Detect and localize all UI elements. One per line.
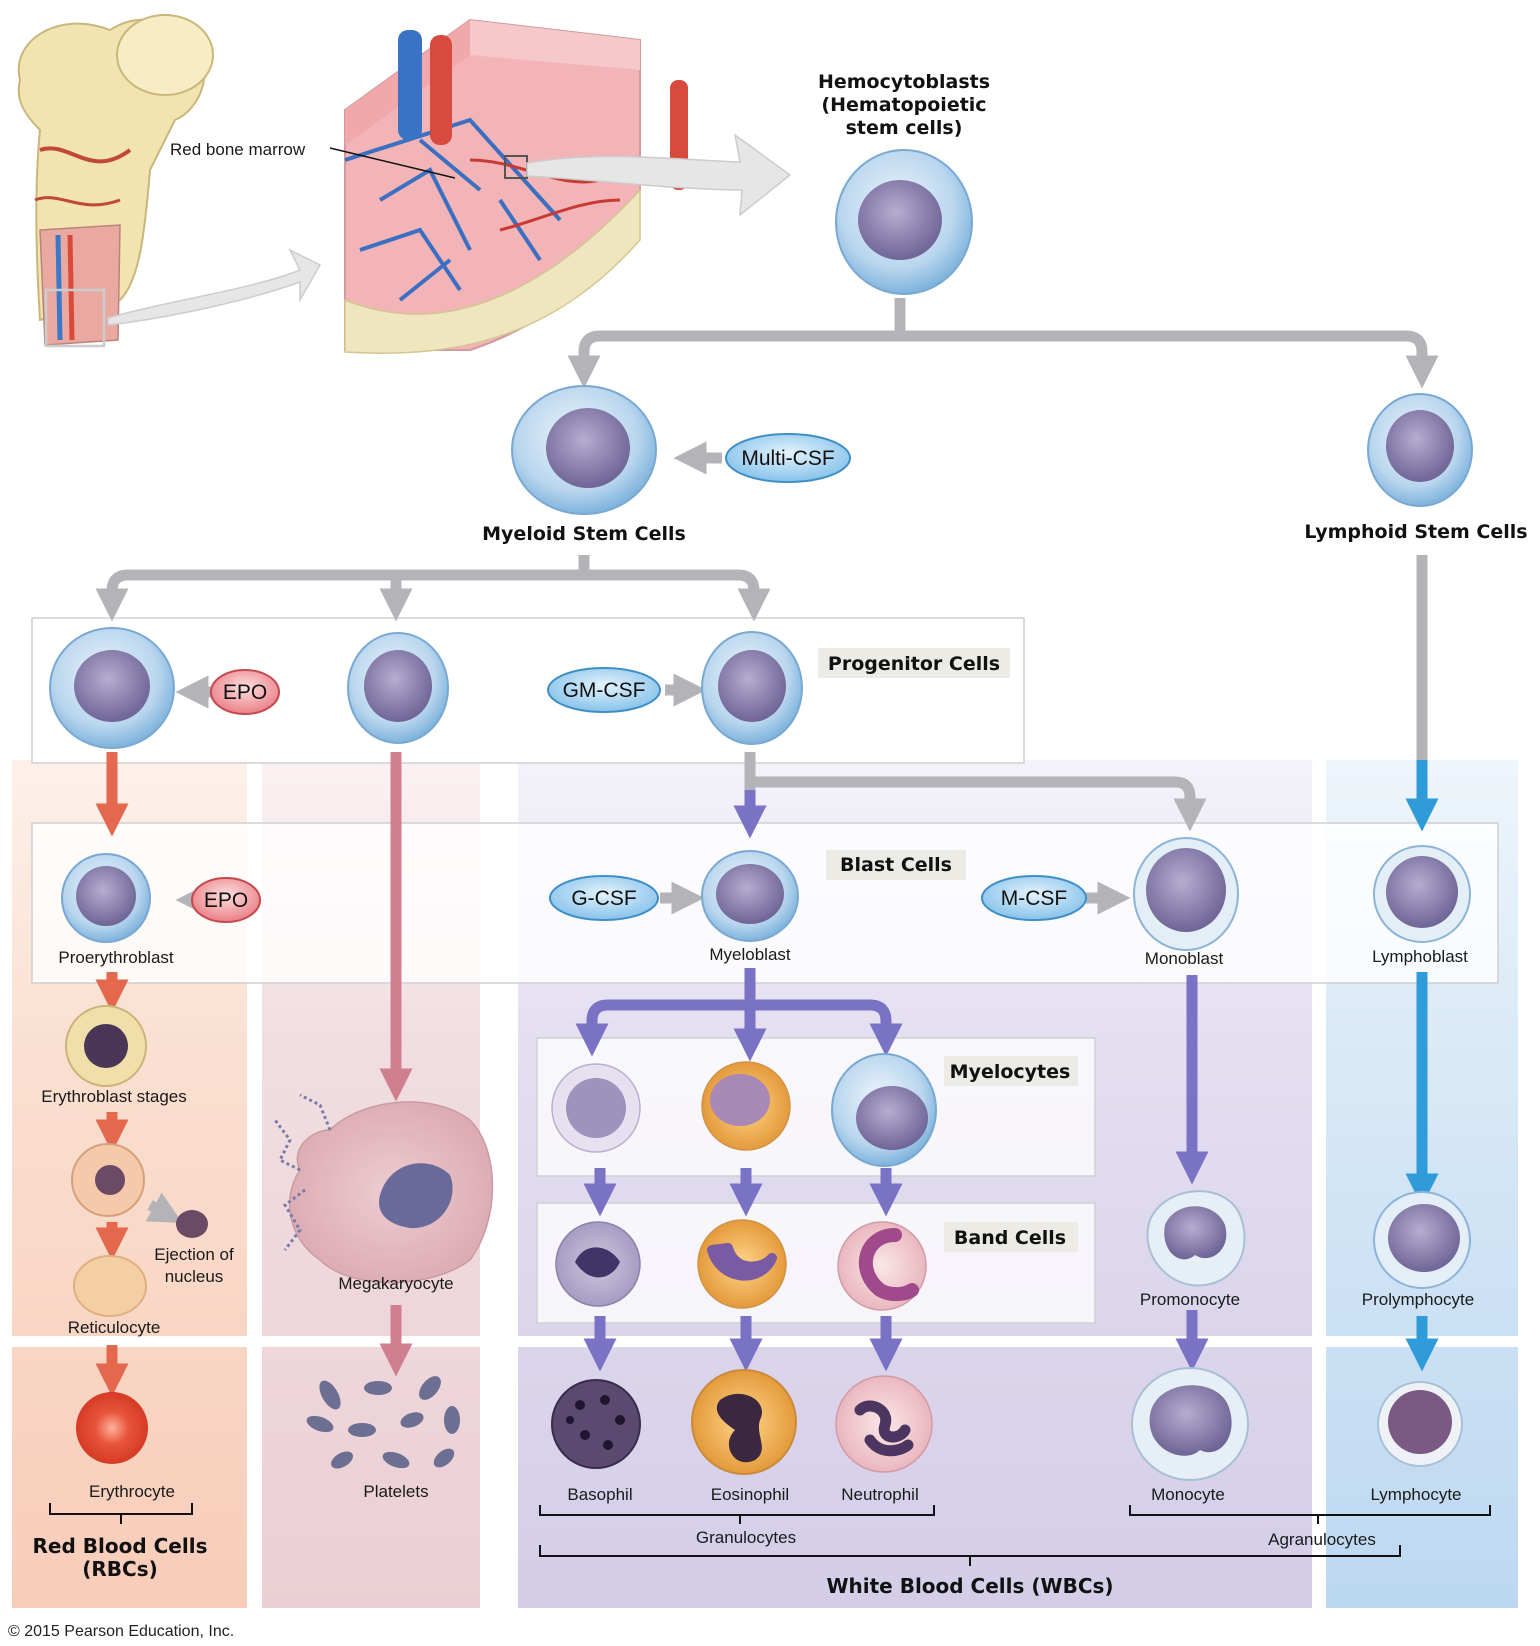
monoblast-cell [1133, 837, 1239, 951]
svg-text:EPO: EPO [223, 681, 267, 704]
myelocytes-label: Myelocytes [950, 1061, 1071, 1083]
agranulocytes-bracket [1129, 1505, 1491, 1524]
basophil-label: Basophil [567, 1485, 632, 1504]
myeloblast-cell [701, 850, 799, 942]
megakaryocyte-cell [273, 1093, 494, 1284]
red-bone-marrow-block [329, 18, 792, 354]
progenitor-box [31, 617, 1025, 764]
normoblast-cell [71, 1143, 145, 1217]
hemocytoblasts-label-2: (Hematopoietic [821, 94, 986, 116]
erythroblast-cell [65, 1005, 147, 1087]
arrow-gm-to-monoblast [750, 776, 1207, 832]
eosinophil-cell [691, 1369, 797, 1475]
basophil-cell [551, 1379, 641, 1469]
monoblast-label: Monoblast [1145, 949, 1224, 968]
neutrophil-label: Neutrophil [841, 1485, 919, 1504]
femur-illustration [17, 14, 322, 348]
proerythroblast-cell [61, 853, 151, 943]
rbc-bracket [49, 1503, 193, 1524]
epo-pill-2: EPO [191, 877, 261, 923]
neutrophilic-band [837, 1221, 927, 1311]
platelets-group [306, 1376, 460, 1469]
neutrophilic-myelocyte [831, 1053, 937, 1167]
myeloblast-label: Myeloblast [709, 945, 791, 964]
myeloid-stem-cell [511, 385, 657, 515]
red-bone-marrow-label: Red bone marrow [170, 140, 306, 159]
erythrocyte-cell [76, 1392, 148, 1464]
arrow-to-erythroid-progenitor [95, 569, 584, 622]
rbc-label-1: Red Blood Cells [33, 1534, 208, 1558]
erythrocyte-label: Erythrocyte [89, 1482, 175, 1501]
arrow-to-baso-myelocyte [575, 999, 750, 1057]
arrow-to-gm-progenitor [584, 569, 771, 622]
promonocyte-cell [1146, 1190, 1246, 1287]
lymphoid-stem-cell [1367, 393, 1473, 507]
reticulocyte-cell [73, 1255, 147, 1317]
wbc-label: White Blood Cells (WBCs) [826, 1574, 1113, 1598]
monocyte-cell [1131, 1367, 1249, 1481]
m-csf-pill: M-CSF [981, 875, 1087, 921]
platelets-label: Platelets [363, 1482, 428, 1501]
erythroid-progenitor-cell [49, 627, 175, 749]
megakaryocyte-progenitor-cell [347, 632, 449, 744]
erythroblast-stages-label: Erythroblast stages [41, 1087, 187, 1106]
svg-text:GM-CSF: GM-CSF [563, 679, 646, 702]
promonocyte-label: Promonocyte [1140, 1290, 1240, 1309]
ejection-label-2: nucleus [165, 1267, 224, 1286]
hemocytoblast-cell [835, 149, 973, 295]
basophilic-band [555, 1221, 641, 1307]
myeloid-stem-cells-label: Myeloid Stem Cells [482, 523, 686, 545]
svg-text:G-CSF: G-CSF [571, 887, 636, 910]
multi-csf-pill: Multi-CSF [725, 433, 851, 483]
prolymphocyte-label: Prolymphocyte [1362, 1290, 1474, 1309]
reticulocyte-label: Reticulocyte [68, 1318, 161, 1337]
lymphoblast-cell [1373, 845, 1471, 943]
lymphocyte-cell [1377, 1381, 1463, 1467]
megakaryocyte-label: Megakaryocyte [338, 1274, 453, 1293]
basophilic-myelocyte [551, 1063, 641, 1153]
granulocytes-label: Granulocytes [696, 1528, 796, 1547]
band-cells-label: Band Cells [954, 1227, 1066, 1249]
svg-text:M-CSF: M-CSF [1001, 887, 1068, 910]
progenitor-cells-label: Progenitor Cells [828, 653, 1000, 675]
eosinophilic-myelocyte [701, 1061, 791, 1151]
gm-csf-pill: GM-CSF [547, 667, 661, 713]
gm-progenitor-cell [701, 631, 803, 745]
svg-text:Multi-CSF: Multi-CSF [741, 447, 834, 470]
g-csf-pill: G-CSF [549, 875, 659, 921]
lymphocyte-label: Lymphocyte [1370, 1485, 1461, 1504]
arrow-to-myeloid [567, 330, 900, 389]
arrow-to-lymphoid [900, 330, 1439, 389]
lymphoid-stem-cells-label: Lymphoid Stem Cells [1304, 521, 1527, 543]
hemocytoblasts-label-3: stem cells) [846, 117, 963, 139]
arrow-to-neut-myelocyte [750, 999, 903, 1057]
monocyte-label: Monocyte [1151, 1485, 1225, 1504]
eosinophil-label: Eosinophil [711, 1485, 789, 1504]
agranulocytes-label: Agranulocytes [1268, 1530, 1376, 1549]
prolymphocyte-cell [1373, 1191, 1471, 1289]
rbc-label-2: (RBCs) [82, 1557, 158, 1581]
copyright-text: © 2015 Pearson Education, Inc. [8, 1623, 234, 1640]
svg-text:EPO: EPO [204, 889, 248, 912]
eosinophilic-band [697, 1219, 787, 1309]
ejected-nucleus [176, 1210, 208, 1238]
hemocytoblasts-label-1: Hemocytoblasts [818, 71, 990, 93]
epo-pill-1: EPO [210, 669, 280, 715]
wbc-bracket [539, 1545, 1401, 1566]
proerythroblast-label: Proerythroblast [58, 948, 174, 967]
arrow-ejection [145, 1192, 183, 1224]
ejection-label-1: Ejection of [154, 1245, 234, 1264]
lymphoblast-label: Lymphoblast [1372, 947, 1468, 966]
neutrophil-cell [835, 1375, 933, 1473]
blast-cells-label: Blast Cells [840, 854, 952, 876]
granulocytes-bracket [539, 1505, 935, 1524]
